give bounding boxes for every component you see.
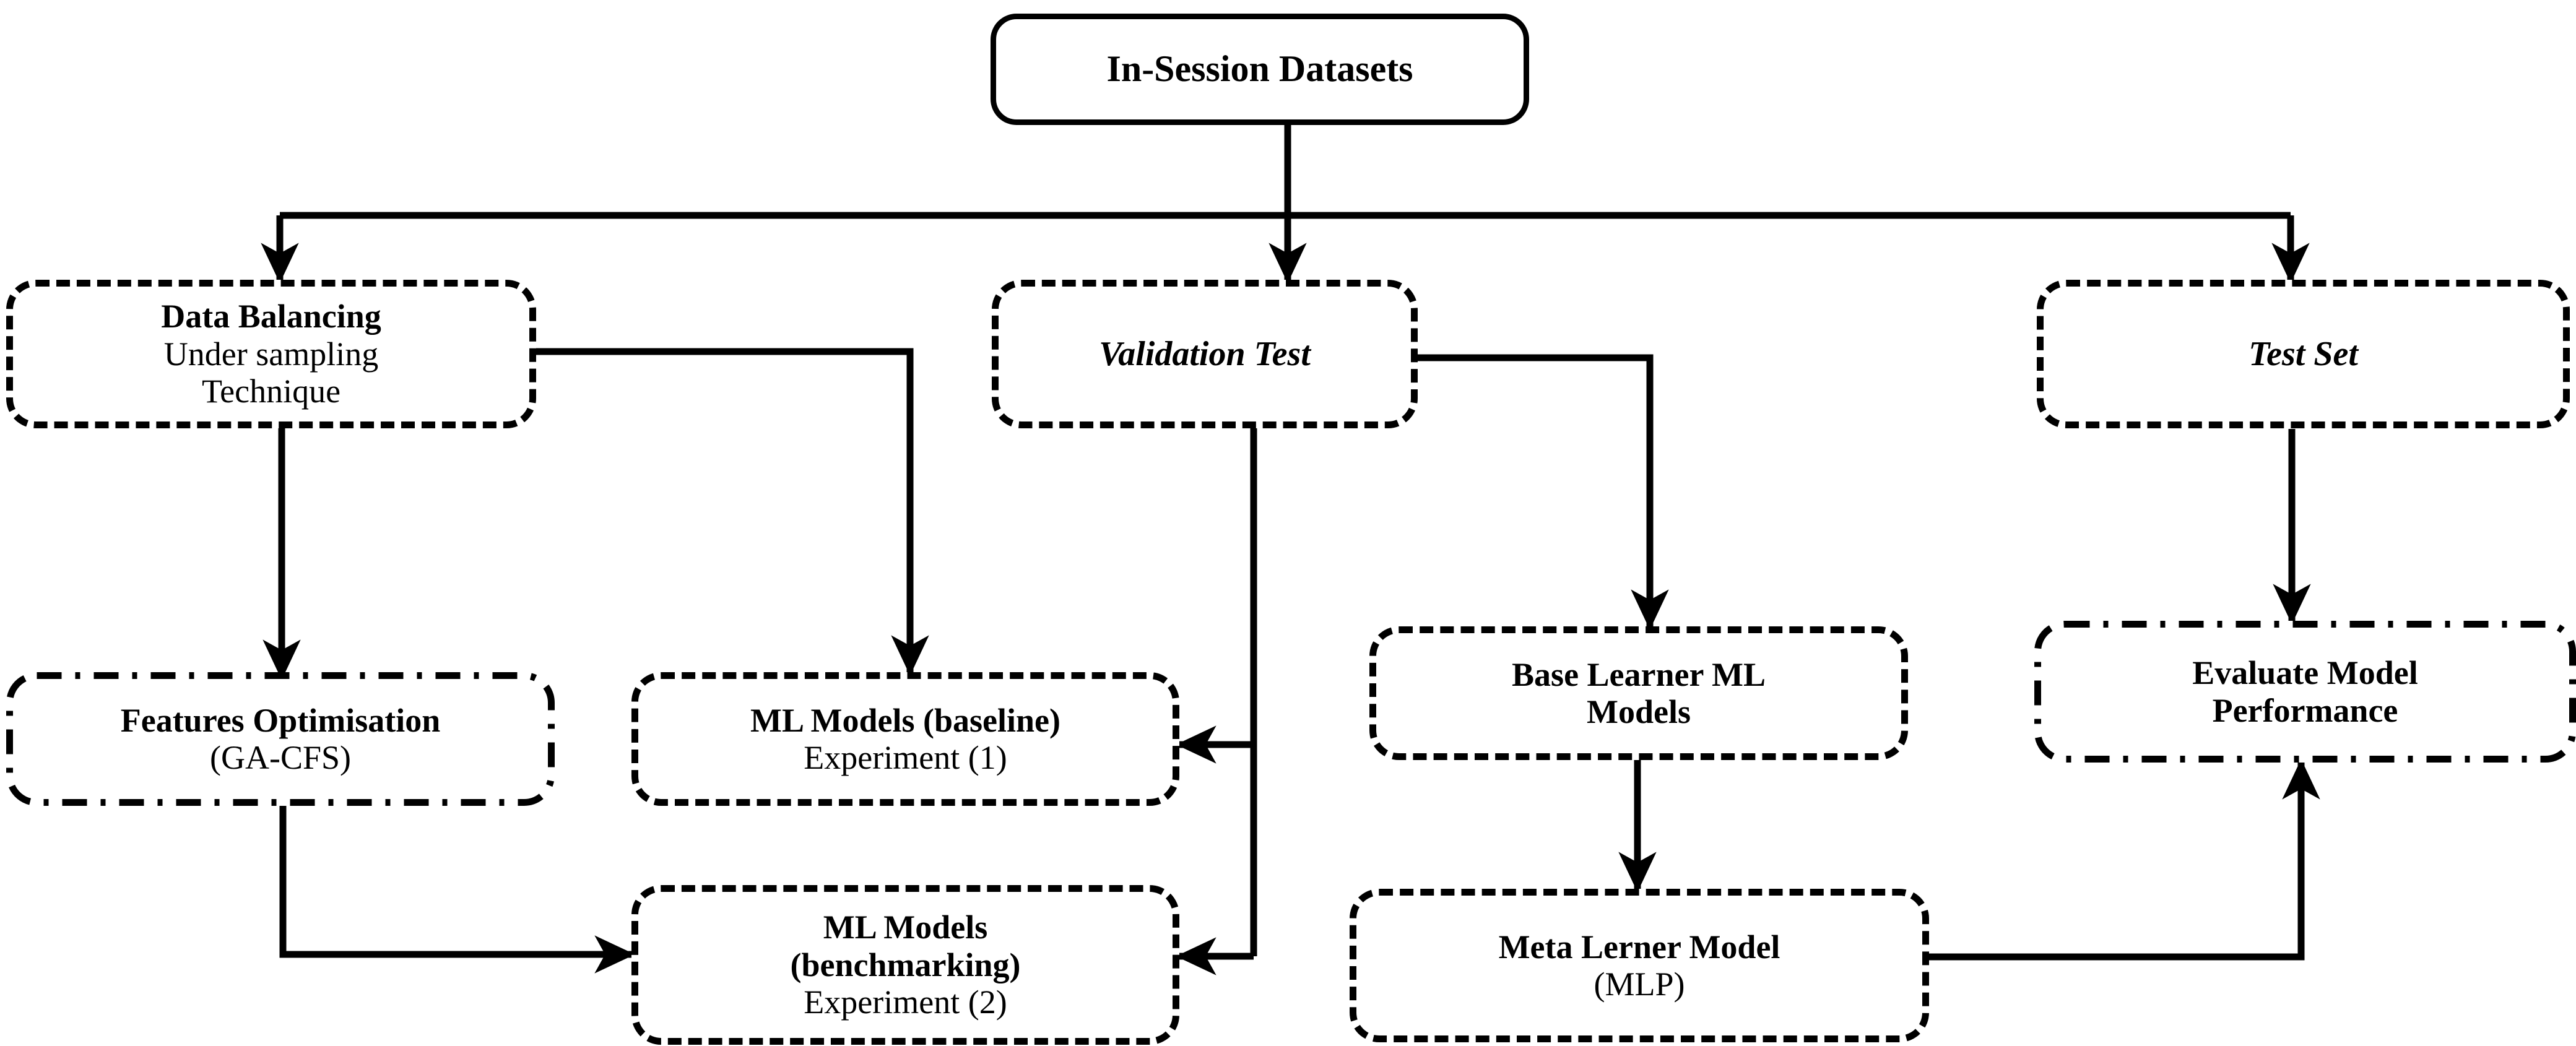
node-ml-models-benchmarking[interactable]: ML Models (benchmarking) Experiment (2) [631,885,1179,1045]
node-line: Meta Lerner Model [1498,928,1780,966]
node-line: (GA-CFS) [209,739,352,776]
edge-features-optimisation-to-ml-benchmarking [279,805,635,974]
node-line: In-Session Datasets [1106,48,1413,90]
node-line: Experiment (1) [804,739,1007,776]
node-line: Test Set [2249,334,2358,373]
node-line: Models [1587,693,1691,730]
node-base-learner-ml-models[interactable]: Base Learner ML Models [1369,626,1908,760]
node-line: Base Learner ML [1512,655,1766,693]
node-line: Under sampling [163,335,379,373]
node-line: Evaluate Model [2192,654,2418,692]
node-line: ML Models (baseline) [750,701,1060,739]
node-line: Features Optimisation [120,701,441,739]
node-line: Experiment (2) [804,983,1007,1021]
node-line: (benchmarking) [790,946,1021,983]
node-evaluate-model-performance[interactable]: Evaluate Model Performance [2034,621,2576,763]
node-features-optimisation[interactable]: Features Optimisation (GA-CFS) [6,672,555,806]
node-line: Performance [2212,691,2398,729]
node-validation-test[interactable]: Validation Test [992,280,1418,428]
node-line: Data Balancing [161,298,381,335]
node-data-balancing[interactable]: Data Balancing Under sampling Technique [6,280,536,428]
node-in-session-datasets[interactable]: In-Session Datasets [991,14,1529,125]
edge-validation-test-to-base-learner [1418,354,1669,630]
node-line: Technique [201,373,341,410]
node-ml-models-baseline[interactable]: ML Models (baseline) Experiment (1) [631,672,1179,806]
node-test-set[interactable]: Test Set [2037,280,2570,428]
edge-meta-lerner-to-evaluate [1929,759,2320,961]
node-line: ML Models [823,909,988,946]
node-line: Validation Test [1099,334,1311,373]
node-line: (MLP) [1594,966,1685,1003]
node-meta-lerner-model[interactable]: Meta Lerner Model (MLP) [1350,889,1929,1042]
edge-data-balancing-to-ml-baseline [536,348,929,676]
